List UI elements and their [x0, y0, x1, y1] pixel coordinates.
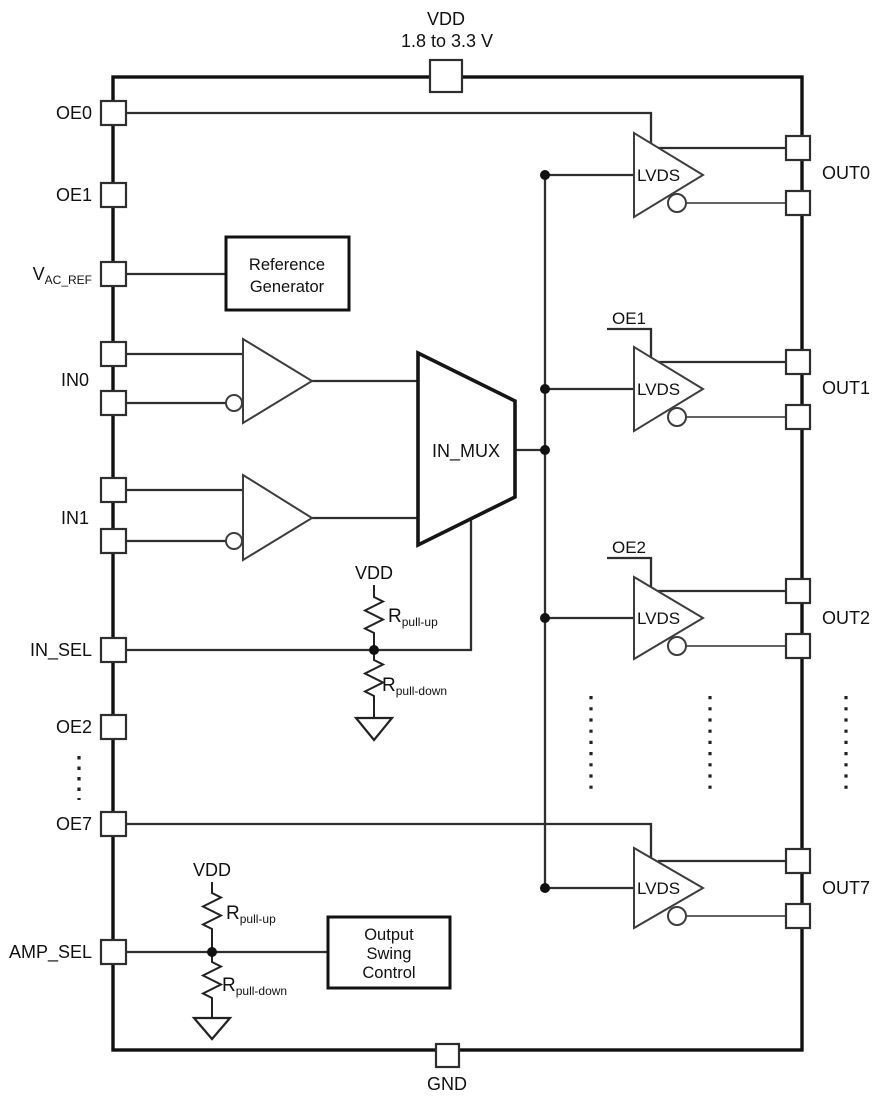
- in-mux-block: [416, 350, 517, 548]
- lvds-buffer-out1: LVDS: [633, 345, 705, 433]
- junction-dot: [369, 645, 379, 655]
- rpulldown-label-insel: Rpull-down: [382, 675, 447, 698]
- lvds-label: LVDS: [637, 380, 680, 399]
- enable-label-oe2: OE2: [612, 538, 646, 557]
- input-buffer-in0: [242, 337, 314, 425]
- inverting-bubble: [667, 193, 687, 213]
- pin-label-out1: OUT1: [822, 378, 870, 398]
- pin-label-oe7: OE7: [56, 814, 92, 834]
- inverting-bubble-in0: [225, 394, 243, 412]
- pin-oe2: [99, 713, 128, 741]
- pin-out1-p: [784, 348, 812, 376]
- lvds-triangle: [633, 846, 705, 930]
- pin-label-in0: IN0: [61, 370, 89, 390]
- junction-dot: [207, 947, 217, 957]
- pin-insel: [99, 636, 128, 664]
- insel-pullup-pulldown: [353, 585, 395, 742]
- pin-out1-n: [784, 403, 812, 431]
- ground-symbol: [353, 716, 395, 742]
- inverting-bubble: [667, 906, 687, 926]
- pin-out2-n: [784, 632, 812, 660]
- pin-oe0: [99, 99, 128, 127]
- vdd-label: VDD: [427, 9, 465, 29]
- wire-oe1-stub: [607, 327, 653, 357]
- inverting-bubble-in1: [225, 532, 243, 550]
- pin-label-out7: OUT7: [822, 878, 870, 898]
- pin-vacref: [99, 260, 128, 288]
- pin-label-out2: OUT2: [822, 608, 870, 628]
- pin-oe7: [99, 810, 128, 838]
- vdd-label-insel: VDD: [355, 563, 393, 583]
- junction-dot: [540, 613, 550, 623]
- pin-label-insel: IN_SEL: [30, 640, 92, 661]
- pin-out2-p: [784, 577, 812, 605]
- wire-oe2-stub: [607, 556, 653, 587]
- vdd-label-ampsel: VDD: [193, 860, 231, 880]
- pin-label-out0: OUT0: [822, 163, 870, 183]
- lvds-label: LVDS: [637, 879, 680, 898]
- pin-gnd: [434, 1042, 461, 1069]
- vdd-range-label: 1.8 to 3.3 V: [401, 31, 493, 51]
- inverting-bubble: [667, 407, 687, 427]
- pin-in1-neg: [99, 527, 128, 555]
- inverting-bubble: [667, 636, 687, 656]
- junction-dot: [540, 883, 550, 893]
- enable-label-oe1: OE1: [612, 309, 646, 328]
- pin-in0-pos: [99, 340, 128, 368]
- output-swing-line3: Control: [362, 964, 415, 982]
- resistor-pullup: [362, 585, 386, 650]
- lvds-triangle: [633, 345, 705, 433]
- pin-in1-pos: [99, 476, 128, 504]
- pin-label-oe0: OE0: [56, 103, 92, 123]
- pin-out7-n: [784, 902, 812, 930]
- lvds-buffer-out0: LVDS: [633, 131, 705, 219]
- wire-oe0-enable: [126, 111, 653, 143]
- gnd-label: GND: [427, 1074, 467, 1094]
- pin-oe1: [99, 181, 128, 209]
- ground-symbol: [191, 1016, 233, 1041]
- resistor-pullup: [200, 882, 224, 952]
- output-swing-line2: Swing: [367, 945, 412, 963]
- lvds-buffer-out2: LVDS: [633, 575, 705, 661]
- rpulldown-label-ampsel: Rpull-down: [222, 975, 287, 998]
- junction-dot: [540, 384, 550, 394]
- pin-label-ampsel: AMP_SEL: [9, 942, 92, 963]
- input-buffer-in1: [242, 473, 314, 562]
- reference-generator-line1: Reference: [249, 256, 325, 274]
- pin-ampsel: [99, 938, 128, 966]
- pin-label-oe1: OE1: [56, 185, 92, 205]
- pin-in0-neg: [99, 389, 128, 417]
- resistor-pulldown: [362, 650, 386, 718]
- lvds-buffer-out7: LVDS: [633, 846, 705, 930]
- reference-generator-block: [224, 235, 351, 312]
- lvds-triangle: [633, 131, 705, 219]
- pin-vdd: [428, 58, 464, 94]
- rpullup-label-insel: Rpull-up: [388, 606, 438, 629]
- wire-oe7-enable: [126, 822, 653, 858]
- lvds-label: LVDS: [637, 166, 680, 185]
- pin-out7-p: [784, 847, 812, 875]
- output-swing-control-block: [326, 915, 452, 990]
- ampsel-pullup-pulldown: [191, 882, 233, 1041]
- reference-generator-line2: Generator: [250, 278, 325, 296]
- wire-insel: [126, 519, 473, 652]
- pin-label-in1: IN1: [61, 508, 89, 528]
- lvds-triangle: [633, 575, 705, 661]
- rpullup-label-ampsel: Rpull-up: [226, 903, 276, 926]
- pin-out0-n: [784, 189, 812, 217]
- pin-label-oe2: OE2: [56, 717, 92, 737]
- lvds-label: LVDS: [637, 609, 680, 628]
- resistor-pulldown: [200, 952, 224, 1018]
- pin-label-vacref: VAC_REF: [33, 264, 92, 287]
- junction-dot: [540, 445, 550, 455]
- junction-dot: [540, 170, 550, 180]
- pin-out0-p: [784, 134, 812, 162]
- in-mux-label: IN_MUX: [432, 441, 500, 462]
- chip-boundary: [111, 75, 804, 1052]
- output-swing-line1: Output: [364, 926, 414, 944]
